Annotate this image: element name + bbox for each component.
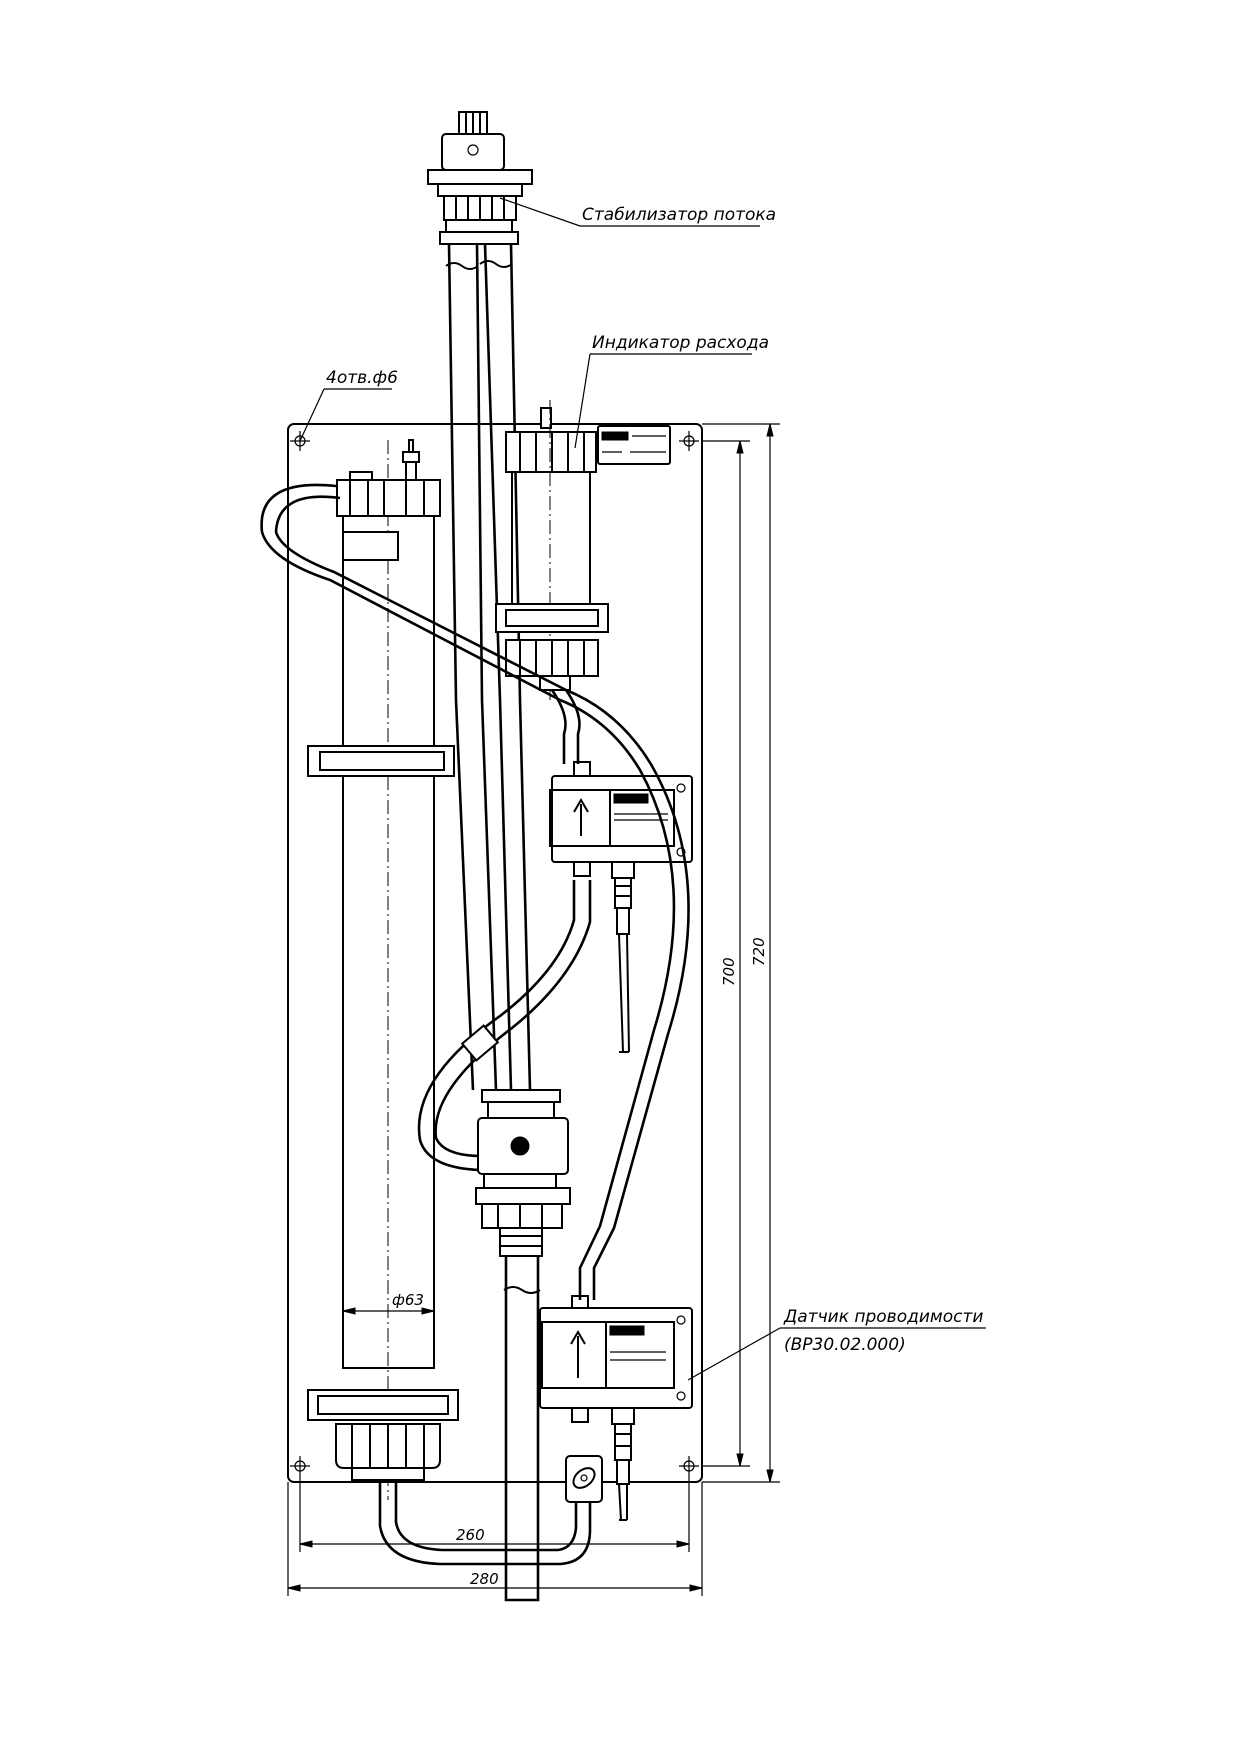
drain-assembly <box>475 1089 571 1602</box>
holes-label: 4отв.ф6 <box>326 368 398 388</box>
stabilizer-tubes <box>445 243 532 1091</box>
leader-lines <box>299 197 986 1381</box>
dimension-inner-height: 700 <box>720 957 738 986</box>
filter-column <box>307 439 459 1500</box>
hoses <box>260 483 690 1300</box>
mounting-hole <box>679 431 699 451</box>
flow-stabilizer <box>427 111 533 245</box>
conductivity-sensor-code: (ВР30.02.000) <box>784 1335 906 1355</box>
dimension-outer-width: 280 <box>470 1570 499 1588</box>
conductivity-sensor-label: Датчик проводимости <box>783 1307 983 1327</box>
dimension-inner-width: 260 <box>456 1526 485 1544</box>
flow-indicator-label: Индикатор расхода <box>592 333 769 353</box>
dimension-outer-height: 720 <box>750 937 768 966</box>
mounting-panel <box>287 423 703 1483</box>
mounting-hole <box>679 1456 699 1476</box>
dimension-lines <box>287 423 780 1596</box>
flow-stabilizer-label: Стабилизатор потока <box>582 205 776 225</box>
dimension-tube-diameter: ф63 <box>392 1291 424 1309</box>
conductivity-sensor-lower <box>539 1295 693 1521</box>
conductivity-sensor-upper <box>549 761 693 1053</box>
flow-indicator <box>495 400 671 700</box>
mounting-hole <box>290 1456 310 1476</box>
bottom-loop-and-valve <box>378 1455 603 1566</box>
